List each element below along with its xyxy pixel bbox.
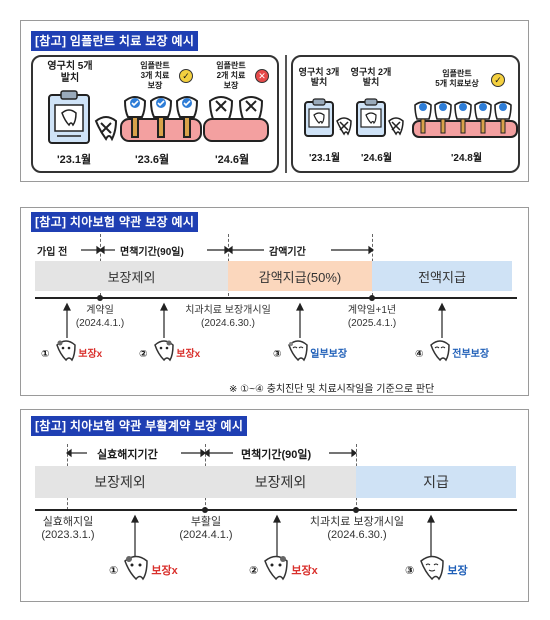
extracted-tooth-icon (388, 117, 404, 136)
period-label-exemption: 면책기간(90일) (118, 243, 186, 258)
tooth-character-icon (123, 554, 149, 581)
period-label-lapse: 실효해지기간 (95, 446, 160, 462)
panel-title: [참고] 치아보험 약관 부활계약 보장 예시 (31, 416, 248, 436)
axis-label-contract-date: 계약일(2024.4.1.) (75, 305, 125, 329)
scenario-divider (285, 55, 287, 173)
panel-title: [참고] 치아보험 약관 보장 예시 (31, 212, 199, 232)
marker-3: ③ 보장 (405, 555, 468, 581)
axis-label-revival-date: 부활일(2024.4.1.) (179, 516, 233, 541)
scenario-b-box (291, 55, 520, 173)
x-mark-icon: ✕ (255, 69, 269, 83)
panel-title: [참고] 임플란트 치료 보장 예시 (31, 31, 199, 51)
date-label: '23.1월 (309, 153, 341, 164)
axis-label-coverage-start: 치과치료 보장개시일(2024.6.30.) (309, 516, 405, 541)
tooth-character-icon (263, 554, 289, 581)
timeline-axis (35, 507, 517, 513)
tooth-character-icon (287, 339, 309, 362)
axis-label-lapse-date: 실효해지일(2023.3.1.) (41, 516, 95, 541)
axis-label-one-year: 계약일+1년(2025.4.1.) (347, 305, 397, 329)
timeline-axis (35, 295, 517, 301)
extracted-tooth-icon (336, 117, 352, 136)
bar-excluded: 보장제외 (35, 466, 205, 498)
date-label: '24.6월 (361, 153, 393, 164)
period-label-before-join: 가입 전 (35, 243, 70, 258)
dental-chart-icon (304, 98, 334, 137)
period-arrows (66, 448, 357, 458)
tooth-character-icon (419, 554, 445, 581)
bar-excluded: 보장제외 (35, 261, 228, 291)
marker-1: ① 보장x (41, 340, 102, 362)
date-label: '24.6월 (215, 154, 250, 166)
extracted-tooth-icon (94, 116, 118, 142)
date-label: '24.8월 (451, 153, 483, 164)
bar-full: 전액지급 (372, 261, 512, 291)
marker-arrows (63, 302, 446, 338)
insurance-terms-panel: [참고] 치아보험 약관 보장 예시 가입 전 면책기간(90일) 감액기간 보… (20, 207, 529, 396)
period-arrows (81, 245, 374, 255)
implant-teeth-icon (120, 96, 202, 142)
tooth-character-icon (55, 339, 77, 362)
marker-2: ② 보장x (249, 555, 318, 581)
bar-paid: 지급 (356, 466, 516, 498)
date-label: '23.1월 (57, 154, 92, 166)
axis-label-coverage-start: 치과치료 보장개시일(2024.6.30.) (185, 305, 271, 329)
dental-chart-icon (356, 98, 386, 137)
revival-contract-panel: [참고] 치아보험 약관 부활계약 보장 예시 실효해지기간 면책기간(90일)… (20, 409, 529, 602)
marker-3: ③ 일부보장 (273, 340, 347, 362)
tooth-character-icon (429, 339, 451, 362)
implant-teeth-icon (412, 101, 518, 138)
check-icon: ✓ (179, 69, 193, 83)
footnote: ※ ①~④ 충치진단 및 치료시작일을 기준으로 판단 (229, 384, 435, 395)
scenario-a-box (31, 55, 279, 173)
marker-4: ④ 전부보장 (415, 340, 489, 362)
bar-reduced: 감액지급(50%) (228, 261, 372, 291)
check-icon: ✓ (491, 73, 505, 87)
gap-teeth-icon (203, 96, 269, 142)
marker-1: ① 보장x (109, 555, 178, 581)
marker-2: ② 보장x (139, 340, 200, 362)
marker-arrows (131, 514, 435, 556)
bar-excluded: 보장제외 (205, 466, 356, 498)
period-label-reduction: 감액기간 (267, 243, 308, 258)
period-label-exemption: 면책기간(90일) (239, 446, 314, 462)
date-label: '23.6월 (135, 154, 170, 166)
tooth-character-icon (153, 339, 175, 362)
dental-chart-icon (48, 90, 90, 144)
